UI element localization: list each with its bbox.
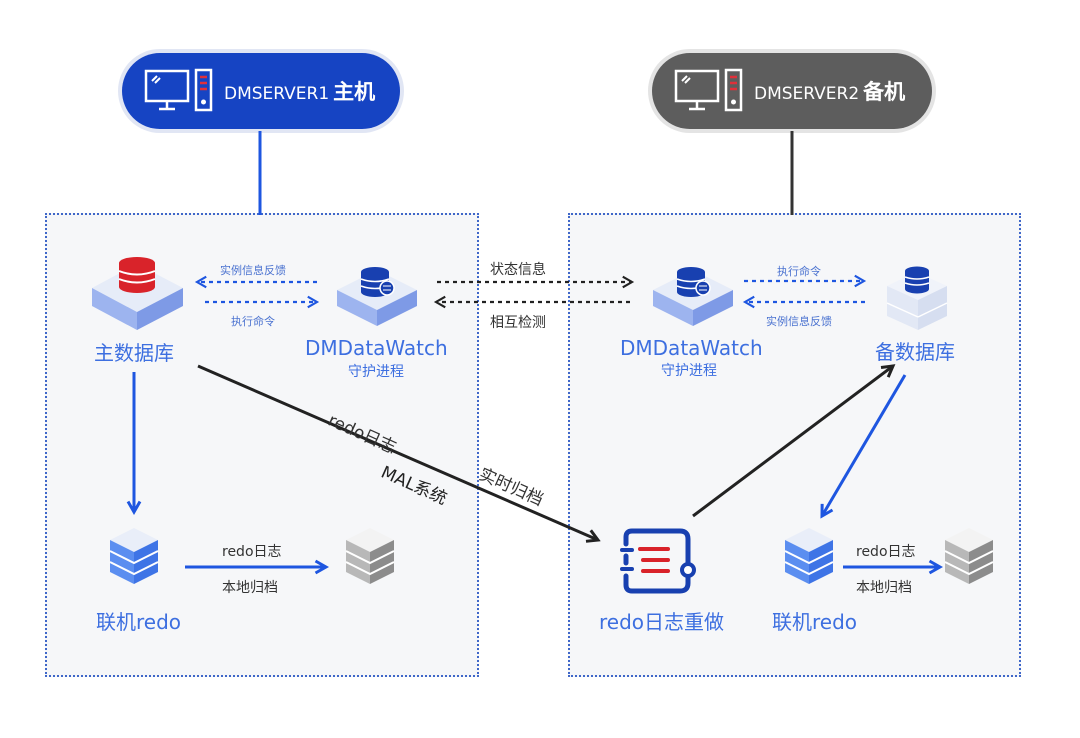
- primary-local-archive-label: 本地归档: [222, 580, 278, 596]
- computer-icon: [144, 68, 213, 112]
- standby-db-to-redo-arrow: [820, 374, 907, 519]
- standby-online-redo-icon: [784, 528, 834, 584]
- standby-archive-icon: [944, 528, 994, 584]
- primary-online-redo-icon: [109, 528, 159, 584]
- primary-redo-log-label: redo日志: [222, 544, 282, 560]
- primary-archive-icon: [345, 528, 395, 584]
- standby-local-archive-label: 本地归档: [856, 580, 912, 596]
- primary-db-label: 主数据库: [94, 341, 174, 365]
- standby-command-label: 执行命令: [777, 265, 821, 278]
- primary-feedback-label: 实例信息反馈: [220, 264, 286, 277]
- status-info-label: 状态信息: [490, 262, 546, 278]
- redo-transfer-arrow: [197, 364, 601, 543]
- standby-redo-log-label: redo日志: [856, 544, 916, 560]
- redo-apply-label: redo日志重做: [599, 610, 725, 634]
- redo-apply-icon: [620, 528, 696, 594]
- redo-apply-to-standby-arrow: [692, 364, 896, 518]
- primary-online-redo-label: 联机redo: [96, 610, 182, 634]
- standby-datawatch-icon: [653, 267, 733, 326]
- primary-database-icon: [92, 257, 183, 330]
- computer-icon: [674, 68, 743, 112]
- standby-online-redo-label: 联机redo: [772, 610, 858, 634]
- standby-watch-sublabel: 守护进程: [661, 363, 717, 379]
- standby-db-label: 备数据库: [875, 340, 955, 364]
- standby-database-icon: [886, 266, 948, 330]
- standby-feedback-label: 实例信息反馈: [766, 315, 832, 328]
- primary-command-label: 执行命令: [231, 315, 275, 328]
- primary-watch-label: DMDataWatch: [305, 336, 448, 360]
- mutual-check-label: 相互检测: [490, 315, 546, 331]
- standby-watch-label: DMDataWatch: [620, 336, 763, 360]
- primary-datawatch-icon: [337, 267, 417, 326]
- primary-watch-sublabel: 守护进程: [348, 364, 404, 380]
